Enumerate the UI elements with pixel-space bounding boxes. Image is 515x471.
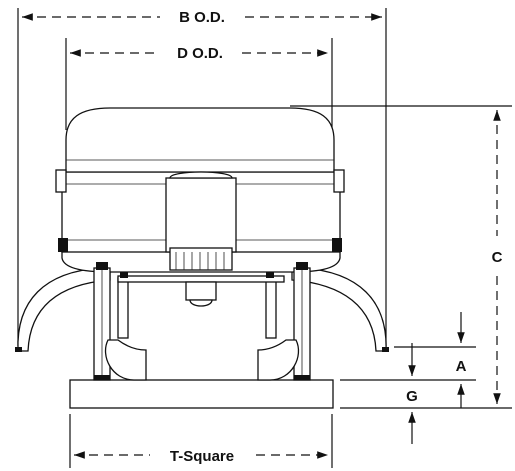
duct-left [104, 339, 147, 381]
t-square-dimension: T-Square [69, 414, 333, 468]
hub [185, 281, 217, 301]
g-label: G [406, 388, 418, 405]
d-od-dimension: D O.D. [65, 38, 333, 130]
hood-cap [65, 107, 335, 173]
latch-left [55, 169, 67, 193]
latch-right [333, 169, 345, 193]
fan-unit [15, 107, 389, 409]
t-square-label: T-Square [170, 448, 234, 465]
b-od-dimension: B O.D. [17, 8, 387, 346]
motor [165, 177, 237, 253]
a-dimension: A [340, 312, 476, 381]
c-label: C [492, 249, 503, 266]
motor-fins [175, 252, 225, 270]
b-od-label: B O.D. [179, 9, 225, 26]
motor-mount-plate [117, 275, 285, 283]
d-od-label: D O.D. [177, 45, 223, 62]
a-label: A [456, 358, 467, 375]
g-dimension: G [406, 343, 465, 444]
c-dimension: C [290, 105, 512, 409]
curb-base [69, 379, 334, 409]
duct-right [257, 339, 300, 381]
